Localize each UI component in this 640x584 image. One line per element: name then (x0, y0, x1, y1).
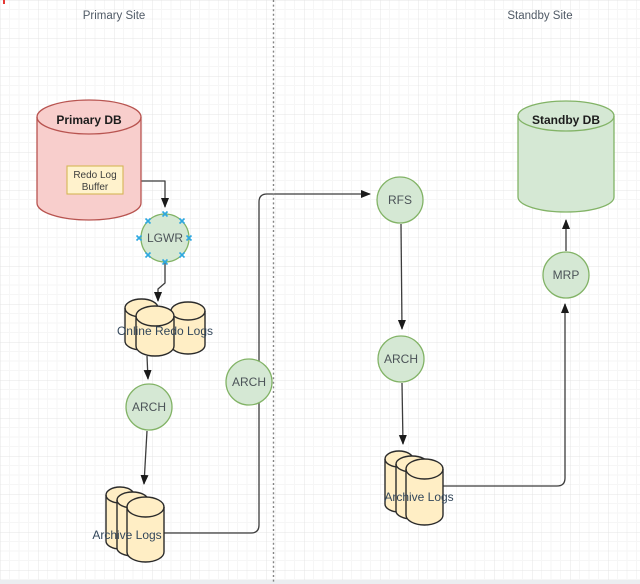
arch-transport-circle[interactable] (225, 358, 273, 406)
node-online-redo-logs[interactable]: Online Redo Logs (117, 298, 213, 357)
primary-db-title: Primary DB (56, 113, 122, 127)
primary-db-cylinder-lid (36, 116, 142, 135)
redo-log-buffer-label-line1: Redo Log (73, 170, 116, 181)
edge-archive-logs-to-mrp[interactable] (442, 303, 569, 487)
edge-arch-to-archive-logs[interactable] (140, 430, 149, 485)
lgwr-label: LGWR (147, 231, 183, 245)
archive-log-cylinder[interactable] (405, 458, 444, 526)
node-redo-log-buffer[interactable]: Redo Log Buffer (66, 165, 124, 195)
online-redo-log-cylinder-lid (135, 315, 175, 327)
node-archive-logs-standby[interactable]: Archive Logs (384, 450, 454, 526)
arch-standby-label: ARCH (384, 352, 418, 366)
node-arch-transport[interactable]: ARCH (225, 358, 273, 406)
mrp-label: MRP (553, 268, 580, 282)
online-redo-log-cylinder[interactable] (170, 301, 206, 355)
rfs-label: RFS (388, 193, 412, 207)
arch-standby-circle[interactable] (377, 335, 425, 383)
node-standby-db[interactable]: Standby DB (517, 100, 615, 213)
archive-logs-primary-label: Archive Logs (92, 528, 161, 542)
primary-site-label: Primary Site (83, 10, 146, 22)
archive-log-cylinder-lid (126, 506, 165, 518)
redo-log-buffer-label-line2: Buffer (82, 182, 109, 193)
node-mrp[interactable]: MRP (542, 251, 590, 299)
online-redo-log-cylinder[interactable] (135, 305, 175, 357)
node-arch-primary[interactable]: ARCH (125, 383, 173, 431)
standby-site-label: Standby Site (507, 10, 572, 22)
arch-transport-label: ARCH (232, 375, 266, 389)
selection-handles[interactable] (135, 210, 193, 266)
node-rfs[interactable]: RFS (376, 176, 424, 224)
edge-lgwr-to-redo-logs[interactable] (154, 263, 166, 302)
node-archive-logs-primary[interactable]: Archive Logs (92, 486, 165, 563)
arch-primary-label: ARCH (132, 400, 166, 414)
archive-log-cylinder[interactable] (126, 496, 165, 563)
node-lgwr[interactable]: LGWR (135, 210, 193, 266)
horizontal-scrollbar-track[interactable] (0, 580, 640, 584)
redo-log-buffer-box[interactable] (66, 165, 124, 195)
red-tick-mark (3, 0, 5, 4)
edge-rfs-to-arch[interactable] (397, 223, 406, 330)
rfs-circle[interactable] (376, 176, 424, 224)
node-arch-standby[interactable]: ARCH (377, 335, 425, 383)
arch-primary-circle[interactable] (125, 383, 173, 431)
online-redo-logs-label: Online Redo Logs (117, 324, 213, 338)
standby-db-cylinder-lid (517, 115, 615, 132)
archive-logs-standby-label: Archive Logs (384, 490, 453, 504)
mrp-circle[interactable] (542, 251, 590, 299)
edge-redo-logs-to-arch[interactable] (143, 355, 152, 380)
node-primary-db[interactable]: Primary DB Redo Log Buffer (36, 99, 142, 221)
archive-log-cylinder-lid (405, 468, 444, 480)
standby-db-title: Standby DB (532, 113, 600, 127)
edge-arch-to-standby-archive-logs[interactable] (398, 382, 407, 445)
